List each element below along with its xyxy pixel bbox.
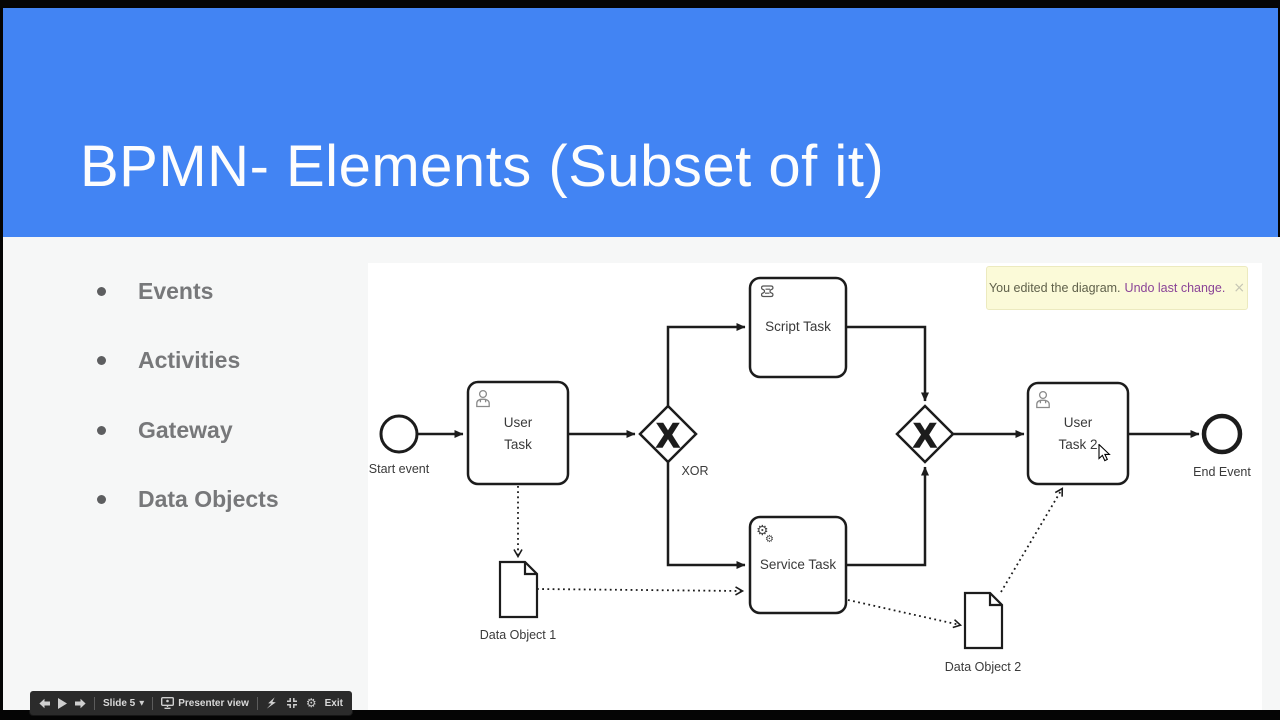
- forward-arrow-icon: [75, 698, 86, 708]
- slide-header: BPMN- Elements (Subset of it): [3, 8, 1278, 237]
- presenter-screen-icon: [161, 697, 175, 709]
- xor-gateway-2-symbol: X: [914, 417, 937, 455]
- presenter-view-button[interactable]: Presenter view: [161, 697, 249, 709]
- bullet-icon: [97, 355, 106, 365]
- slide-body: Events Activities Gateway Data Objects: [3, 237, 1280, 710]
- bullet-label: Data Objects: [138, 485, 279, 512]
- slide-selector-label: Slide 5: [103, 697, 136, 709]
- flow-gateway1-to-scripttask[interactable]: [666, 323, 746, 406]
- flow-scripttask-to-gateway2[interactable]: [846, 325, 929, 402]
- start-event-node[interactable]: Start event: [369, 414, 430, 476]
- chevron-down-icon: ▼: [139, 699, 145, 707]
- flow-servicetask-to-gateway2[interactable]: [846, 466, 929, 567]
- folded-corner-icon: [523, 562, 537, 576]
- xor-gateway-1-label: XOR: [681, 464, 708, 478]
- xor-gateway-1-node[interactable]: X XOR: [638, 404, 709, 478]
- assoc-servicetask-to-dataobject2[interactable]: [847, 599, 963, 629]
- gear-icon: ⚙: [305, 696, 317, 710]
- exit-label: Exit: [324, 697, 343, 709]
- edit-notification: You edited the diagram. Undo last change…: [986, 266, 1248, 310]
- bullet-icon: [97, 286, 106, 296]
- data-object-1-label: Data Object 1: [480, 628, 556, 642]
- slide-selector-dropdown[interactable]: Slide 5 ▼: [103, 698, 144, 709]
- bullet-label: Events: [138, 277, 214, 304]
- xor-gateway-1-symbol: X: [657, 417, 680, 455]
- mouse-cursor-icon: [1098, 444, 1111, 462]
- user-icon: [476, 389, 490, 408]
- script-task-label: Script Task: [765, 319, 831, 334]
- bullet-item-activities: Activities: [97, 346, 240, 374]
- toolbar-divider: [94, 696, 95, 710]
- notification-message: You edited the diagram.: [988, 281, 1121, 295]
- previous-slide-button[interactable]: [39, 698, 50, 709]
- play-button[interactable]: [58, 697, 67, 709]
- bullet-icon: [97, 425, 106, 435]
- service-task-node[interactable]: ⚙ ⚙ Service Task: [748, 515, 848, 615]
- user-task-2-label-line2: Task 2: [1058, 437, 1097, 452]
- user-task-2-node[interactable]: User Task 2: [1026, 381, 1130, 486]
- data-object-2-node[interactable]: Data Object 2: [945, 591, 1021, 674]
- bpmn-canvas[interactable]: Start event User Task X XOR: [368, 263, 1262, 710]
- bullet-label: Gateway: [138, 416, 233, 443]
- presentation-toolbar: Slide 5 ▼ Presenter view ⚙ Exit: [30, 691, 352, 715]
- back-arrow-icon: [39, 698, 50, 708]
- play-icon: [58, 697, 67, 709]
- data-associations: [513, 486, 1064, 629]
- gears-icon: ⚙ ⚙: [756, 523, 774, 545]
- toolbar-divider: [152, 696, 154, 710]
- data-object-1-node[interactable]: Data Object 1: [480, 560, 556, 642]
- user-task-node[interactable]: User Task: [466, 380, 570, 486]
- bpmn-diagram: Start event User Task X XOR: [369, 276, 1251, 674]
- xor-gateway-2-node[interactable]: X: [895, 404, 955, 464]
- folded-corner-icon: [988, 593, 1002, 607]
- user-task-label-line1: User: [504, 415, 533, 430]
- toolbar-divider: [256, 696, 258, 710]
- exit-fullscreen-icon: [286, 698, 297, 708]
- exit-button[interactable]: Exit: [325, 698, 343, 709]
- laser-pointer-button[interactable]: [266, 697, 278, 709]
- laser-pointer-icon: [266, 697, 276, 709]
- page-title: BPMN- Elements (Subset of it): [80, 134, 885, 199]
- script-task-node[interactable]: Script Task: [748, 276, 848, 379]
- bullet-item-data-objects: Data Objects: [97, 485, 279, 513]
- bullet-icon: [97, 494, 106, 504]
- sequence-flows: [417, 323, 1200, 569]
- undo-last-change-link[interactable]: Undo last change.: [1124, 281, 1226, 295]
- flow-gateway1-to-servicetask[interactable]: [666, 462, 746, 569]
- user-task-label-line2: Task: [504, 437, 532, 452]
- user-icon: [1036, 390, 1050, 409]
- end-event-label: End Event: [1193, 465, 1251, 479]
- service-task-label: Service Task: [760, 557, 837, 572]
- settings-button[interactable]: ⚙: [306, 697, 317, 709]
- bullet-item-gateway: Gateway: [97, 416, 233, 444]
- bullet-item-events: Events: [97, 277, 213, 305]
- script-icon: [760, 285, 774, 298]
- assoc-dataobject2-to-usertask2[interactable]: [1000, 487, 1064, 593]
- user-task-2-label-line1: User: [1064, 415, 1093, 430]
- fullscreen-toggle-button[interactable]: [286, 697, 298, 709]
- next-slide-button[interactable]: [75, 698, 86, 709]
- presenter-view-label: Presenter view: [178, 697, 249, 709]
- end-event-node[interactable]: End Event: [1193, 413, 1251, 479]
- close-icon[interactable]: ×: [1233, 280, 1246, 296]
- assoc-dataobject1-to-servicetask[interactable]: [536, 586, 745, 596]
- svg-text:⚙: ⚙: [765, 534, 774, 545]
- start-event-label: Start event: [369, 462, 430, 476]
- svg-text:⚙: ⚙: [756, 523, 769, 539]
- bullet-label: Activities: [138, 346, 241, 373]
- data-object-2-label: Data Object 2: [945, 660, 1021, 674]
